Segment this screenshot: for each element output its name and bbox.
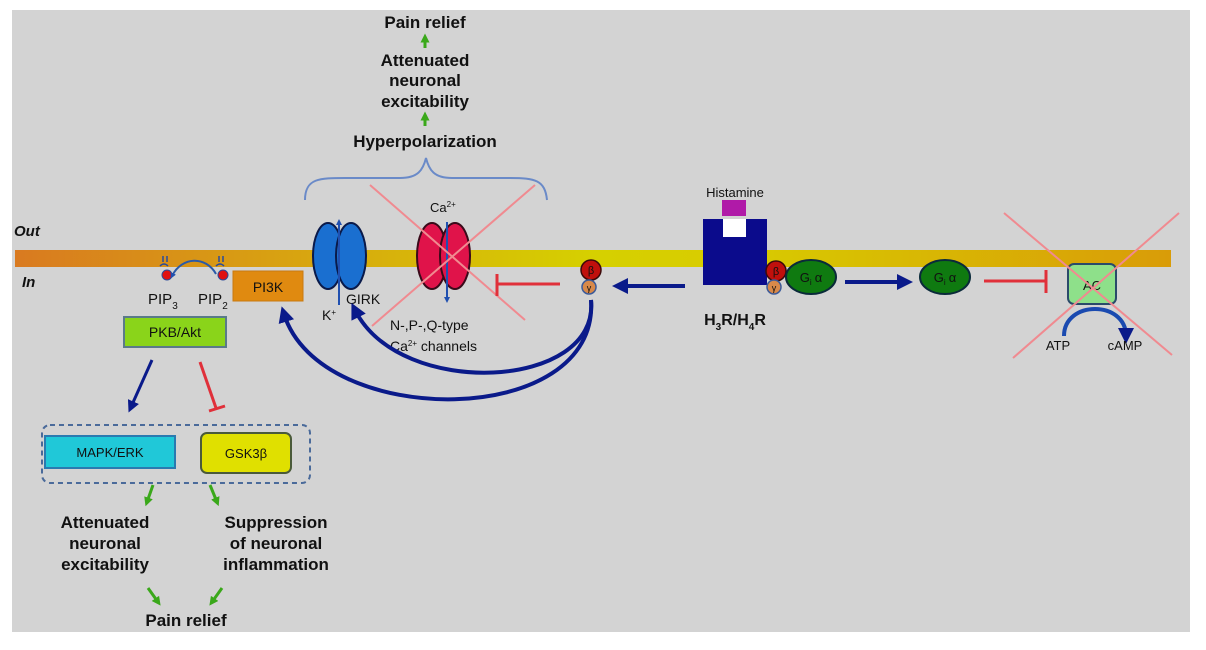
ca-channel-cross-out-1: [369, 184, 526, 321]
kinase-group-dashed-box: [41, 424, 311, 484]
adenylyl-cyclase: AC ATP cAMP: [1003, 212, 1180, 359]
bound-g-gamma-label: γ: [772, 283, 777, 293]
g-gamma-icon: [581, 279, 597, 295]
pip3-label: PIP3: [148, 291, 178, 312]
girk-label: GIRK: [346, 291, 381, 307]
bottom-right-line2: of neuronal: [230, 534, 323, 553]
bottom-right-line3: inflammation: [223, 555, 329, 574]
bound-g-beta-label: β: [773, 266, 779, 278]
ac-cross-out-2: [1012, 212, 1180, 359]
calcium-ion-label: Ca2+: [430, 200, 456, 215]
ac-cross-out-1: [1003, 212, 1173, 356]
histamine-label: Histamine: [706, 185, 764, 200]
bound-g-gamma-icon: [766, 279, 782, 295]
mapk-erk-label: MAPK/ERK: [76, 445, 144, 460]
cell-membrane: [15, 250, 1171, 267]
atp-to-camp-arc: [1062, 307, 1134, 344]
mapk-erk-box: [44, 435, 176, 469]
ca-channel-name-label: Ca2+ channels: [390, 338, 477, 354]
bound-gi-alpha-icon: [785, 259, 837, 295]
hyperpolarization-label: Hyperpolarization: [353, 132, 497, 151]
gsk3b-outcome-arrow: [208, 484, 220, 507]
free-g-beta-gamma: β γ: [580, 259, 602, 295]
mapk-outcome-arrow: [144, 484, 155, 507]
top-attenuated-line1: Attenuated: [381, 51, 470, 70]
ca-channel-type-label: N-,P-,Q-type: [390, 317, 469, 333]
ac-label: AC: [1083, 278, 1101, 293]
left-to-pain-relief-arrow: [146, 587, 161, 606]
top-pain-relief-label: Pain relief: [384, 13, 466, 32]
ca-channel-cross-out-2: [371, 184, 536, 327]
right-to-pain-relief-arrow: [209, 587, 224, 606]
atp-label: ATP: [1046, 338, 1070, 353]
ac-box: [1067, 263, 1117, 305]
pkb-akt-box: [123, 316, 227, 348]
pkb-inhibition-bar: [208, 404, 226, 413]
bottom-pain-relief-label: Pain relief: [145, 611, 227, 630]
pip-conversion-arc: [170, 259, 217, 279]
calcium-channel: Ca2+ N-,P-,Q-type Ca2+ channels: [369, 184, 536, 354]
pip2-label: PIP2: [198, 291, 228, 312]
out-compartment-label: Out: [14, 223, 41, 240]
pi3k-branch: PIP3 PIP2 PI3K PKB/Akt MAPK/ERK GSK3β: [41, 256, 311, 484]
gbg-to-girk-arrow: [351, 299, 594, 375]
pkb-to-mapk-arrow: [127, 359, 154, 413]
gsk3b-box: [200, 432, 292, 474]
bottom-left-line1: Attenuated: [61, 513, 150, 532]
top-outcome-cascade: Pain relief Attenuated neuronal excitabi…: [304, 13, 548, 201]
gsk3b-label: GSK3β: [225, 446, 267, 461]
camp-label: cAMP: [1108, 338, 1143, 353]
pi3k-box: [232, 270, 304, 302]
receptor-body: [703, 219, 767, 285]
curly-brace: [304, 157, 548, 201]
h3r-h4r-receptor: Histamine H3R/H4R: [703, 185, 767, 333]
receptor-name-label: H3R/H4R: [704, 312, 766, 333]
pi3k-label: PI3K: [253, 279, 284, 295]
top-attenuated-line3: excitability: [381, 92, 469, 111]
pkb-akt-label: PKB/Akt: [149, 324, 201, 340]
histamine-ligand-icon: [722, 200, 746, 216]
in-compartment-label: In: [22, 274, 35, 291]
pkb-inhibits-gsk3b: [198, 361, 218, 409]
potassium-label: K+: [322, 307, 336, 323]
gi-alpha-icon: [919, 259, 971, 295]
bottom-outcomes: Attenuated neuronal excitability Suppres…: [61, 484, 329, 630]
top-attenuated-line2: neuronal: [389, 71, 461, 90]
g-gamma-label: γ: [587, 283, 592, 293]
gbg-to-pi3k-arrow: [278, 299, 594, 402]
bottom-right-line1: Suppression: [225, 513, 328, 532]
pip2-lipid-icon: [215, 256, 229, 281]
g-beta-label: β: [588, 265, 594, 277]
bottom-left-line2: neuronal: [69, 534, 141, 553]
bottom-left-line3: excitability: [61, 555, 149, 574]
